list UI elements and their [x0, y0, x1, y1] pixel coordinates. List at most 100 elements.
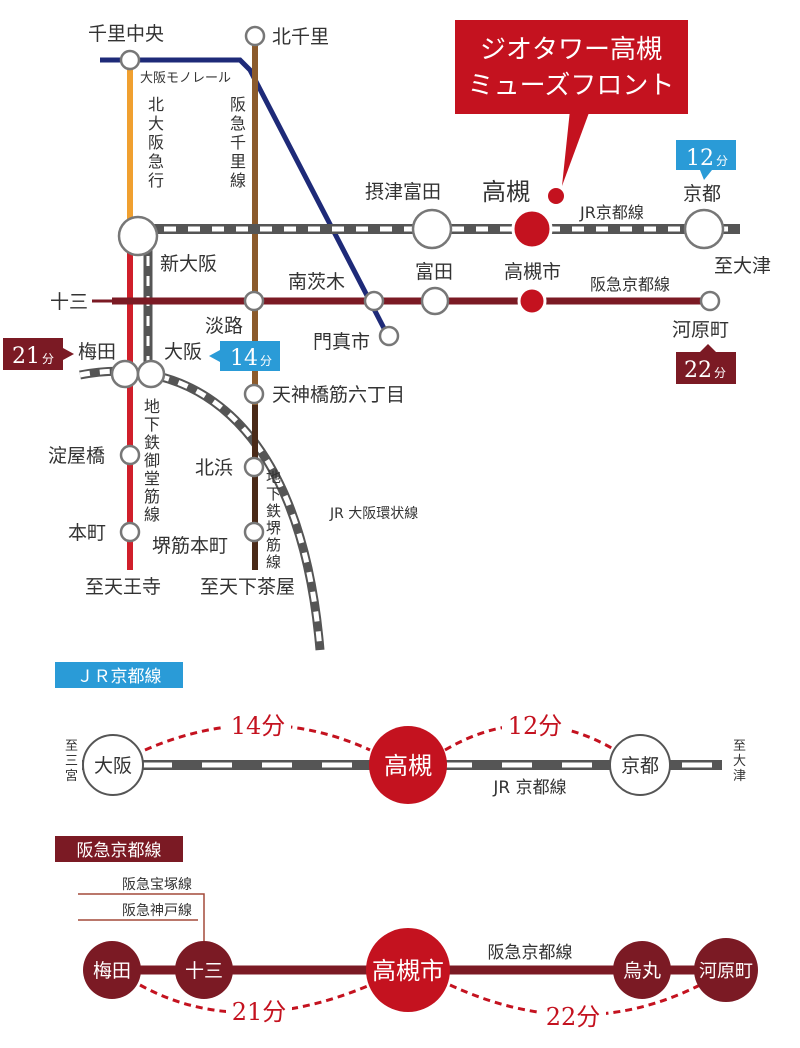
jr-time-left-bg	[225, 712, 291, 740]
vertical-text-suji: 筋	[144, 487, 160, 506]
hankyu-tag-box	[55, 836, 183, 862]
label-honmachi: 本町	[68, 522, 106, 544]
badge-osaka-box	[220, 341, 280, 371]
hankyu-time-left-bg	[226, 995, 292, 1027]
badge-kawaramachi-box	[676, 352, 736, 384]
vertical-text-ka2: 下	[266, 485, 281, 503]
vertical-text-sakai: 堺	[266, 519, 281, 537]
label-kitahama: 北浜	[195, 457, 233, 479]
hankyu-station-kawaramachi: 河原町	[699, 961, 753, 982]
station-takatsukishi-marker	[517, 286, 547, 316]
label-otsu: 至大津	[714, 255, 771, 277]
osaka-monorail-line	[100, 57, 391, 338]
label-hankyu-kyoto-line: 阪急京都線	[590, 275, 670, 294]
station-senri-chuo-marker	[119, 49, 141, 71]
hankyu-branch-lines	[78, 893, 205, 948]
badge-umeda-number: 21	[12, 344, 40, 369]
station-tonda-marker	[420, 286, 450, 316]
label-umeda: 梅田	[78, 341, 116, 363]
hankyu-station-juso-marker	[175, 941, 233, 999]
vertical-text-kyu2: 急	[230, 114, 246, 133]
station-takatsuki-marker	[511, 208, 553, 250]
vertical-text-tetsu: 鉄	[144, 433, 160, 452]
jr-tag-label: ＪＲ京都線	[77, 667, 162, 687]
label-tonda: 富田	[415, 261, 453, 283]
vertical-text-sen4: 線	[266, 553, 281, 571]
hankyu-station-kawaramachi-marker	[694, 938, 758, 1002]
station-tenjinbashi-marker	[243, 383, 265, 405]
badge-umeda-time: 21 分	[3, 338, 74, 370]
badge-osaka-unit: 分	[260, 354, 272, 368]
badge-umeda-tail	[63, 348, 74, 360]
station-honmachi-marker	[119, 521, 141, 543]
label-minami-ibaraki: 南茨木	[288, 271, 345, 293]
hankyu-station-takatsukishi-marker	[366, 928, 450, 1012]
label-tennoji: 至天王寺	[85, 576, 161, 598]
label-monorail: 大阪モノレール	[140, 71, 231, 86]
label-tenjinbashi: 天神橋筋六丁目	[272, 384, 405, 406]
vertical-text-han: 阪	[148, 133, 164, 152]
hankyu-station-karasuma: 烏丸	[623, 960, 661, 982]
jr-dir-left-char3: 宮	[65, 768, 78, 784]
station-umeda-marker	[110, 359, 140, 389]
vertical-text-han2: 阪	[230, 95, 246, 114]
vertical-text-chi2: 地	[266, 468, 281, 486]
jr-time-right-bg	[502, 712, 568, 740]
vertical-text-do: 堂	[144, 469, 160, 488]
badge-kyoto-tail	[700, 170, 712, 180]
vertical-text-north: 北	[148, 95, 164, 114]
vertical-text-sen3: 線	[144, 505, 160, 524]
property-label-box	[455, 20, 688, 114]
station-shin-osaka-marker	[117, 215, 159, 257]
badge-kyoto-number: 12	[686, 146, 714, 171]
station-awaji-marker	[243, 290, 265, 312]
label-kyoto: 京都	[683, 183, 721, 205]
station-kyoto-marker	[683, 208, 725, 250]
jr-station-kyoto: 京都	[621, 755, 659, 777]
badge-kawaramachi-tail	[700, 344, 716, 352]
jr-time-kyoto: 12分	[508, 712, 563, 740]
label-kawaramachi: 河原町	[672, 319, 729, 341]
station-yodoyabashi-marker	[119, 444, 141, 466]
hankyu-time-kawaramachi: 22分	[546, 1003, 601, 1031]
vertical-text-chi: 地	[144, 397, 160, 416]
jr-time-osaka: 14分	[231, 712, 286, 740]
label-takatsuki: 高槻	[482, 178, 530, 206]
badge-umeda-box	[3, 338, 63, 370]
vertical-text-tetsu2: 鉄	[266, 502, 281, 520]
label-yodoyabashi: 淀屋橋	[48, 445, 105, 467]
badge-osaka-time: 14 分	[209, 341, 280, 371]
hankyu-time-right-bg	[540, 1000, 606, 1032]
jr-station-osaka: 大阪	[94, 755, 132, 777]
label-juso: 十三	[50, 291, 88, 313]
badge-kawaramachi-time: 22 分	[676, 344, 736, 384]
station-osaka-marker	[136, 359, 166, 389]
property-callout-pointer	[562, 110, 590, 186]
jr-dir-right-char2: 大	[733, 754, 746, 769]
station-kawaramachi-marker	[699, 290, 721, 312]
hankyu-line-label: 阪急京都線	[488, 943, 573, 963]
hankyu-branch-kobe: 阪急神戸線	[122, 903, 192, 919]
hankyu-station-umeda: 梅田	[93, 960, 131, 982]
label-jr-kyoto-line: JR京都線	[579, 203, 644, 222]
badge-umeda-unit: 分	[42, 352, 54, 366]
station-minami-ibaraki-marker	[363, 290, 385, 312]
label-takatsukishi: 高槻市	[504, 261, 561, 283]
jr-time-arc-left	[144, 723, 371, 752]
jr-tag-box	[55, 662, 183, 688]
property-location-dot	[548, 188, 564, 204]
vertical-text-mi: 御	[144, 451, 160, 470]
station-kita-senri-marker	[244, 25, 266, 47]
badge-kawaramachi-number: 22	[684, 358, 712, 383]
vertical-text-sen: 千	[230, 133, 246, 152]
vertical-text-ka: 下	[144, 415, 160, 434]
label-midosuji-line: 地下鉄御堂筋線	[144, 397, 160, 524]
badge-kyoto-box	[676, 140, 736, 170]
label-kita-senri: 北千里	[272, 26, 329, 48]
vertical-text-suji2: 筋	[266, 536, 281, 554]
hankyu-station-umeda-marker	[83, 941, 141, 999]
station-kitahama-marker	[243, 456, 265, 478]
badge-kyoto-time: 12 分	[676, 140, 736, 180]
vertical-text-sen2: 線	[230, 171, 246, 190]
property-name-line1: ジオタワー高槻	[480, 35, 662, 65]
